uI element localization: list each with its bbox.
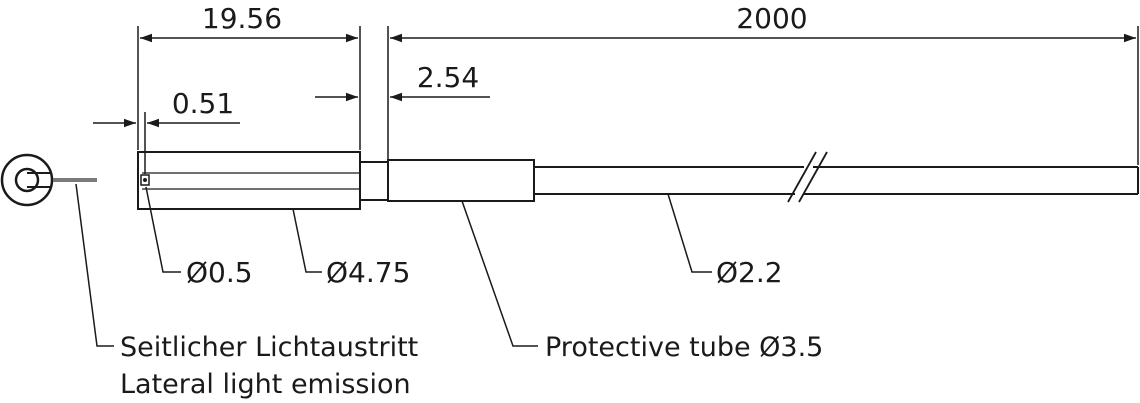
cable-break-mark-1 [787,151,817,203]
dim-text-0-51: 0.51 [172,87,234,120]
dim-text-2-54: 2.54 [417,61,479,94]
fiber-exit-window [140,174,150,186]
label-protective-tube: Protective tube Ø3.5 [545,332,823,363]
collar [359,161,389,201]
leader-fiber-diameter: Ø0.5 [145,186,253,289]
extension-lines [137,26,1139,174]
dim-text-2000: 2000 [736,2,807,35]
sensor-head [137,151,361,210]
protective-tube [387,159,535,202]
end-view-outer-ring [0,153,54,207]
leader-cable-diameter: Ø2.2 [667,193,783,289]
fiber-exit-dot [143,178,147,182]
label-head-diameter: Ø4.75 [326,256,410,289]
dimension-2-54: 2.54 [315,61,490,102]
leader-lateral-emission: Seitlicher Lichtaustritt Lateral light e… [75,183,418,400]
label-cable-diameter: Ø2.2 [716,256,783,289]
dim-text-19-56: 19.56 [202,2,282,35]
cable [534,151,1139,203]
label-lateral-en: Lateral light emission [120,369,411,400]
end-view-inner-ring [14,167,40,193]
leader-protective-tube: Protective tube Ø3.5 [461,200,823,363]
dimension-0-51: 0.51 [93,87,240,128]
dimension-2000: 2000 [390,2,1136,43]
label-fiber-diameter: Ø0.5 [186,256,253,289]
cable-break-mark-2 [798,151,828,203]
label-lateral-de: Seitlicher Lichtaustritt [120,332,418,363]
dimension-19-56: 19.56 [140,2,358,43]
end-view [0,153,97,207]
head-body [137,151,361,210]
leader-head-diameter: Ø4.75 [292,208,410,289]
